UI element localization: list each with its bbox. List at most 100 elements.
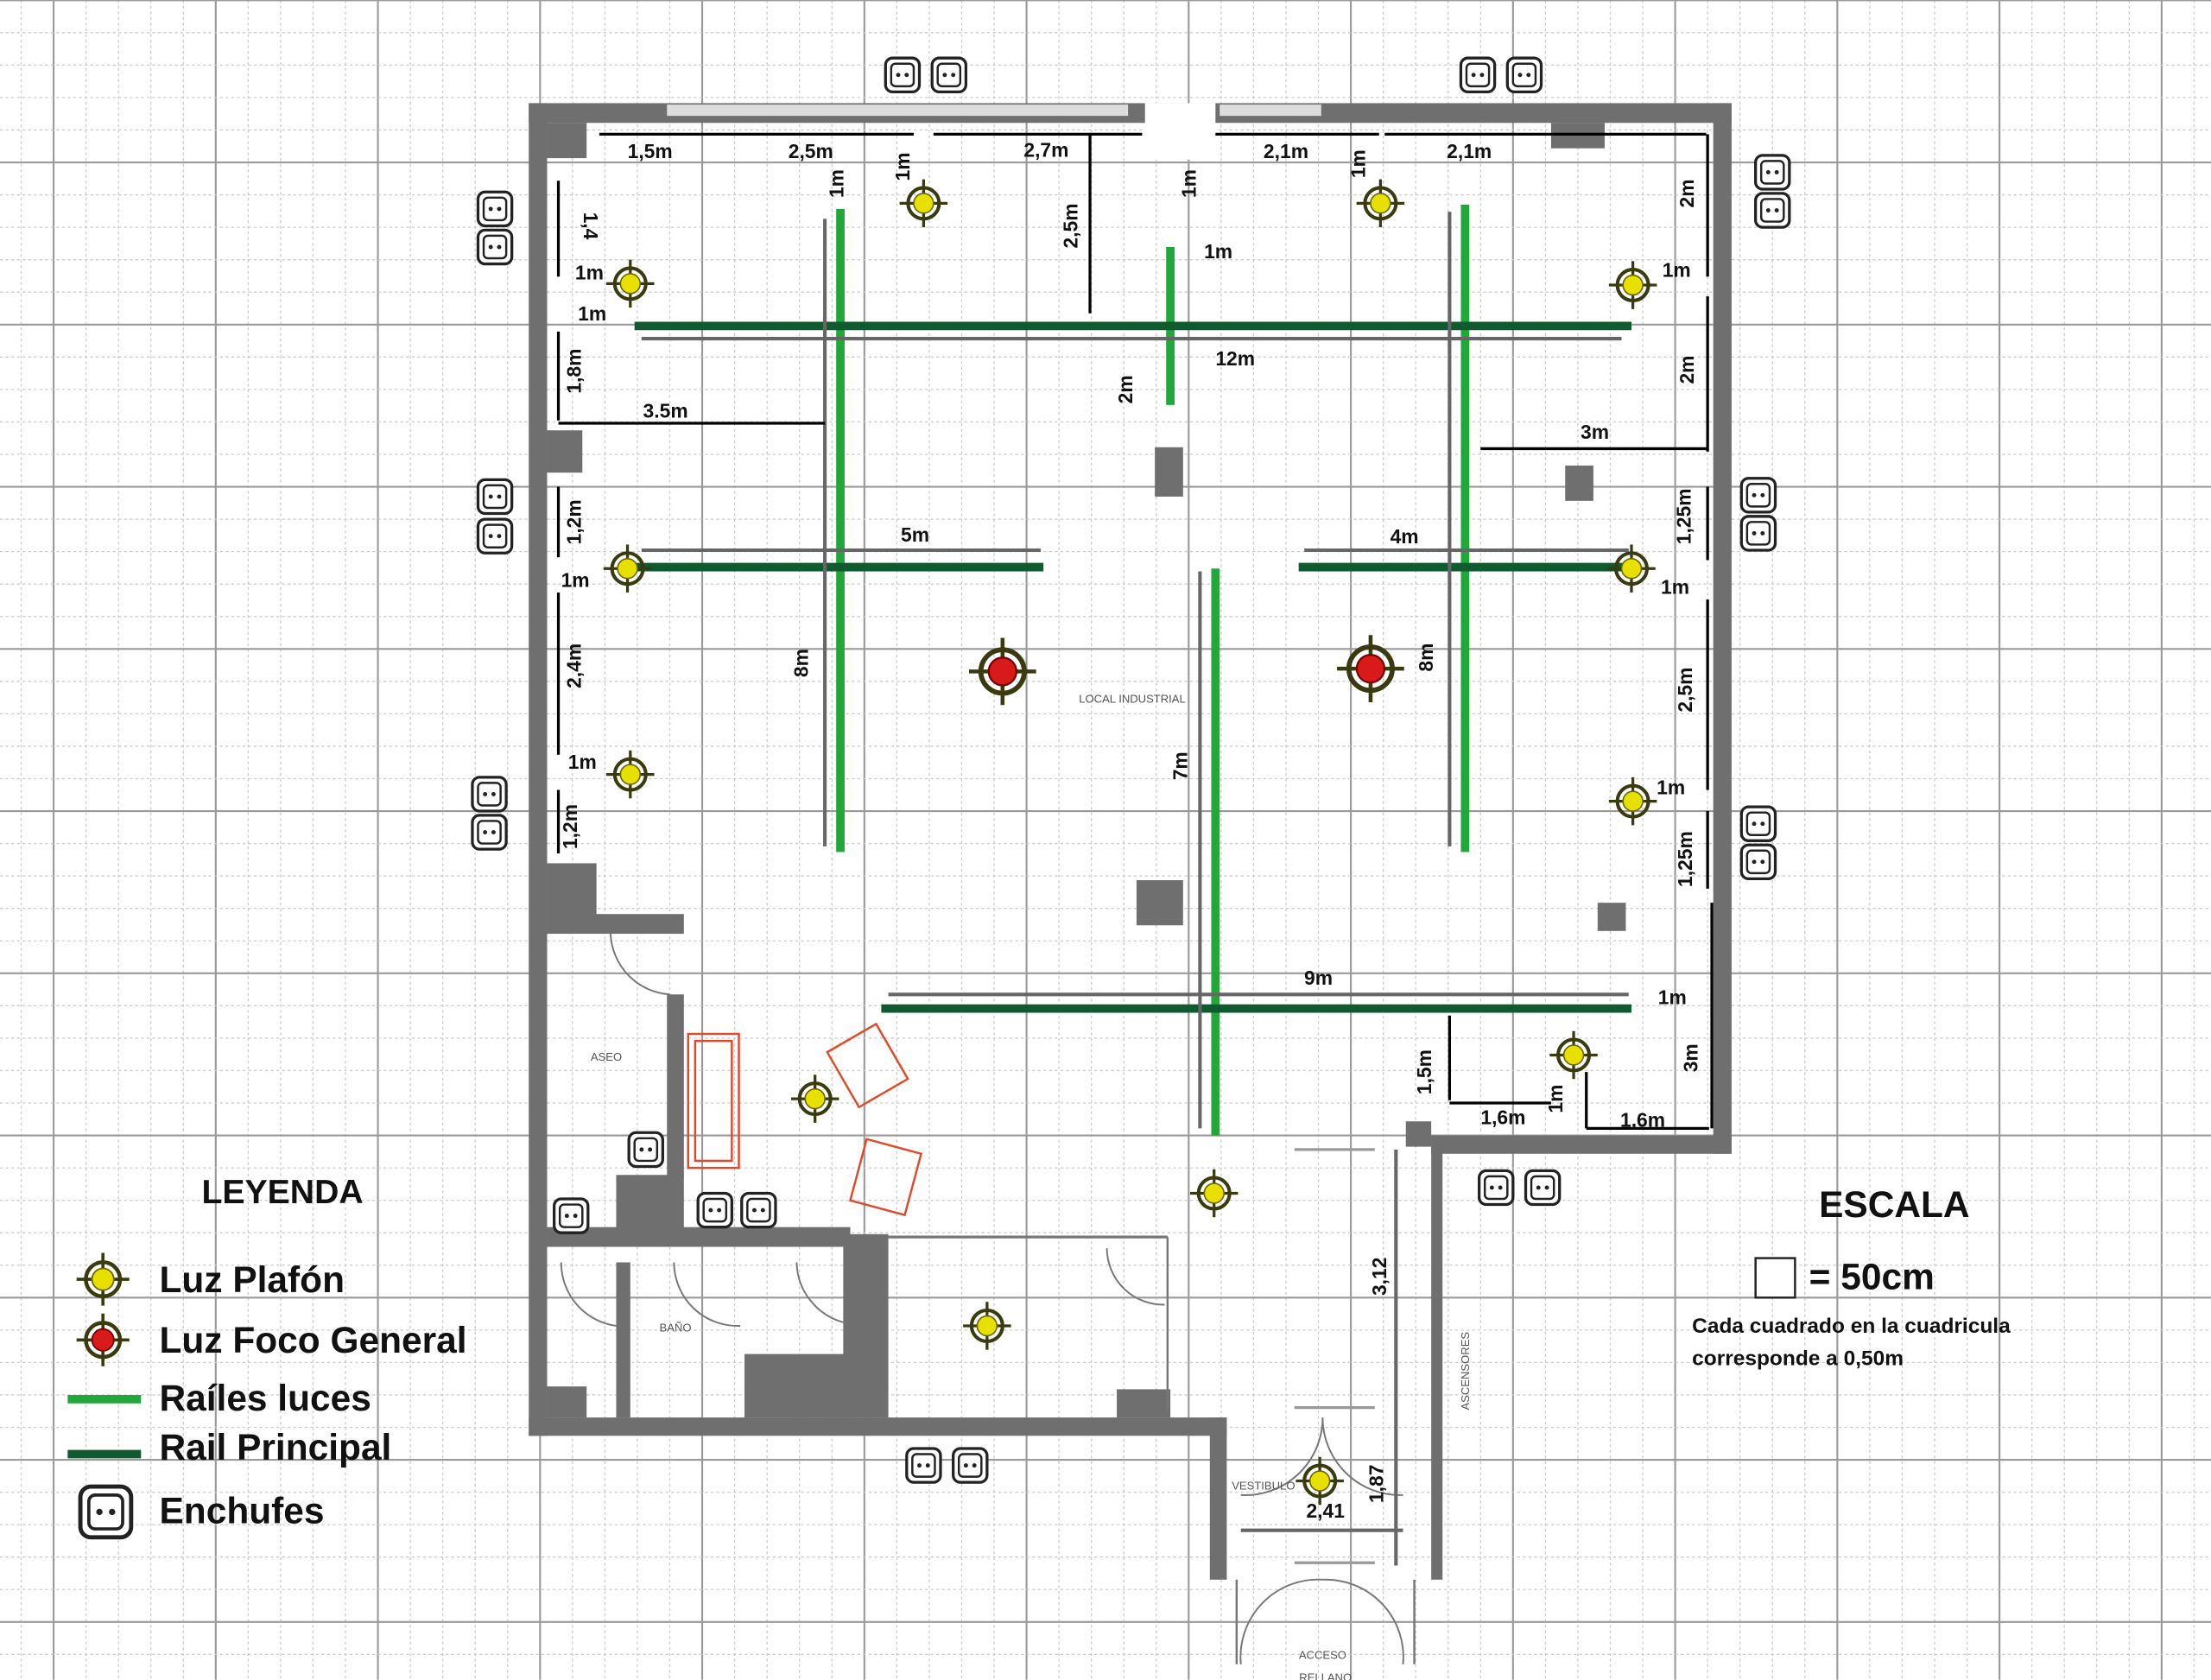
dimension-label: 1,4 — [580, 212, 602, 240]
dimension-label: 1,6m — [1620, 1109, 1665, 1132]
dimension-label: 1m — [825, 169, 847, 198]
dimension-label: 3m — [1680, 1043, 1702, 1072]
scale: ESCALA = 50cm Cada cuadrado en la cuadri… — [1692, 1184, 2011, 1370]
luz-plafon-icon — [1296, 1456, 1344, 1506]
luz-plafon-icon — [790, 1075, 839, 1123]
enchufe-icon — [1459, 56, 1497, 94]
scale-title: ESCALA — [1819, 1184, 1969, 1225]
dimension-label: 1,25m — [1673, 488, 1695, 544]
luz-plafon-icon — [606, 750, 655, 799]
room-label: BAÑO — [660, 1321, 692, 1334]
enchufe-icon — [476, 517, 514, 555]
dimension-label: 2,5m — [1674, 668, 1696, 713]
luz-foco-icon — [968, 637, 1036, 706]
dimension-label: 3,12 — [1368, 1258, 1391, 1296]
dimension-label: 8m — [790, 649, 813, 677]
enchufe-icon — [740, 1191, 777, 1229]
luz-plafon-icon — [603, 544, 652, 593]
room-label: VESTIBULO — [1232, 1479, 1295, 1492]
dimension-label: 1m — [1663, 258, 1691, 281]
enchufe-icon — [1754, 192, 1791, 229]
room-label: ASEO — [591, 1050, 622, 1063]
dimension-label: 1,2m — [563, 499, 586, 544]
dimension-label: 12m — [1215, 347, 1255, 370]
enchufe-icon — [1505, 56, 1543, 94]
enchufe-icon — [696, 1191, 733, 1229]
dimension-label: 1,2m — [559, 804, 581, 849]
dimension-label: 1m — [578, 302, 606, 325]
luz-plafon-icon — [1356, 179, 1405, 228]
enchufe-icon — [476, 190, 514, 228]
scale-note-2: corresponde a 0,50m — [1692, 1347, 1904, 1371]
enchufe-icon — [627, 1131, 664, 1169]
dimension-label: 1m — [1657, 776, 1685, 798]
scale-value: = 50cm — [1809, 1257, 1935, 1297]
scale-square-icon — [1754, 1257, 1796, 1299]
enchufe-icon — [553, 1197, 590, 1234]
enchufe-icon — [1739, 805, 1777, 842]
dimension-label: 3.5m — [643, 400, 688, 422]
enchufe-icon — [1739, 515, 1777, 552]
luz-plafon-icon — [1608, 777, 1657, 826]
dimension-label: 1m — [891, 152, 914, 181]
dimension-label: 2,1m — [1264, 140, 1308, 162]
room-label: LOCAL INDUSTRIAL — [1079, 692, 1186, 705]
dimension-label: 1,5m — [1413, 1049, 1435, 1094]
luz-plafon-icon — [1189, 1169, 1239, 1218]
sofa — [687, 1032, 740, 1170]
dimension-label: 8m — [1415, 643, 1437, 672]
dimension-label: 1m — [568, 751, 597, 773]
luz-plafon-icon — [1549, 1030, 1598, 1080]
dimension-label: 7m — [1169, 751, 1192, 780]
luz-plafon-icon — [1608, 261, 1657, 309]
armchair — [848, 1138, 923, 1217]
dimension-label: 1m — [1346, 149, 1369, 178]
dimension-label: 1m — [1544, 1085, 1567, 1113]
dimension-label: 1,6m — [1480, 1106, 1525, 1128]
legend-enchufes: Enchufes — [159, 1491, 324, 1531]
dimension-label: 1m — [575, 262, 604, 284]
enchufe-icon — [471, 776, 508, 813]
dimension-label: 2,5m — [789, 140, 833, 162]
scale-note-1: Cada cuadrado en la cuadricula — [1692, 1315, 2011, 1338]
room-label: ASCENSORES — [1459, 1332, 1472, 1411]
dimension-label: 3m — [1581, 421, 1609, 443]
furniture — [687, 1022, 923, 1217]
luz-foco-icon — [1337, 635, 1404, 702]
dimension-label: 5m — [901, 523, 929, 546]
dimension-label: 9m — [1304, 967, 1333, 989]
room-label: RELLANO — [1299, 1670, 1352, 1680]
dimension-label: 1,25m — [1674, 831, 1696, 887]
dimension-label: 1,8m — [563, 349, 586, 394]
room-label: ACCESO — [1299, 1648, 1346, 1661]
enchufe-icon — [78, 1484, 134, 1540]
legend: LEYENDA Luz Plafón Luz Foco General Raíl… — [67, 1174, 467, 1540]
enchufe-icon — [471, 814, 508, 851]
luz-plafon-icon — [1607, 544, 1656, 593]
rails — [627, 204, 1631, 1136]
legend-luz-foco: Luz Foco General — [159, 1320, 466, 1360]
enchufe-icon — [1739, 477, 1777, 514]
enchufe-icon — [930, 56, 967, 94]
dimension-label: 1m — [561, 568, 590, 591]
enchufe-icon — [905, 1447, 942, 1484]
room-labels: LOCAL INDUSTRIAL ASEO BAÑO ASCENSORES VESTIB… — [591, 692, 1472, 1680]
luz-plafon-icon — [899, 179, 948, 228]
dimension-label: 1m — [1661, 576, 1689, 599]
legend-luz-plafon: Luz Plafón — [159, 1259, 345, 1300]
dimension-label: 1m — [1177, 169, 1200, 198]
legend-rail-principal: Rail Principal — [159, 1427, 391, 1468]
dimension-label: 4m — [1391, 525, 1419, 548]
enchufe-icon — [884, 56, 922, 94]
enchufe-icon — [1524, 1169, 1562, 1207]
dimension-label: 2,41 — [1306, 1499, 1345, 1522]
luz-plafon-icon — [606, 259, 655, 308]
dimension-label: 2,1m — [1447, 140, 1492, 162]
enchufe-icon — [1478, 1169, 1515, 1207]
dimension-label: 1,5m — [628, 140, 673, 162]
armchair — [826, 1022, 909, 1109]
legend-plafon-icon — [76, 1252, 130, 1306]
walls — [529, 103, 1732, 1664]
